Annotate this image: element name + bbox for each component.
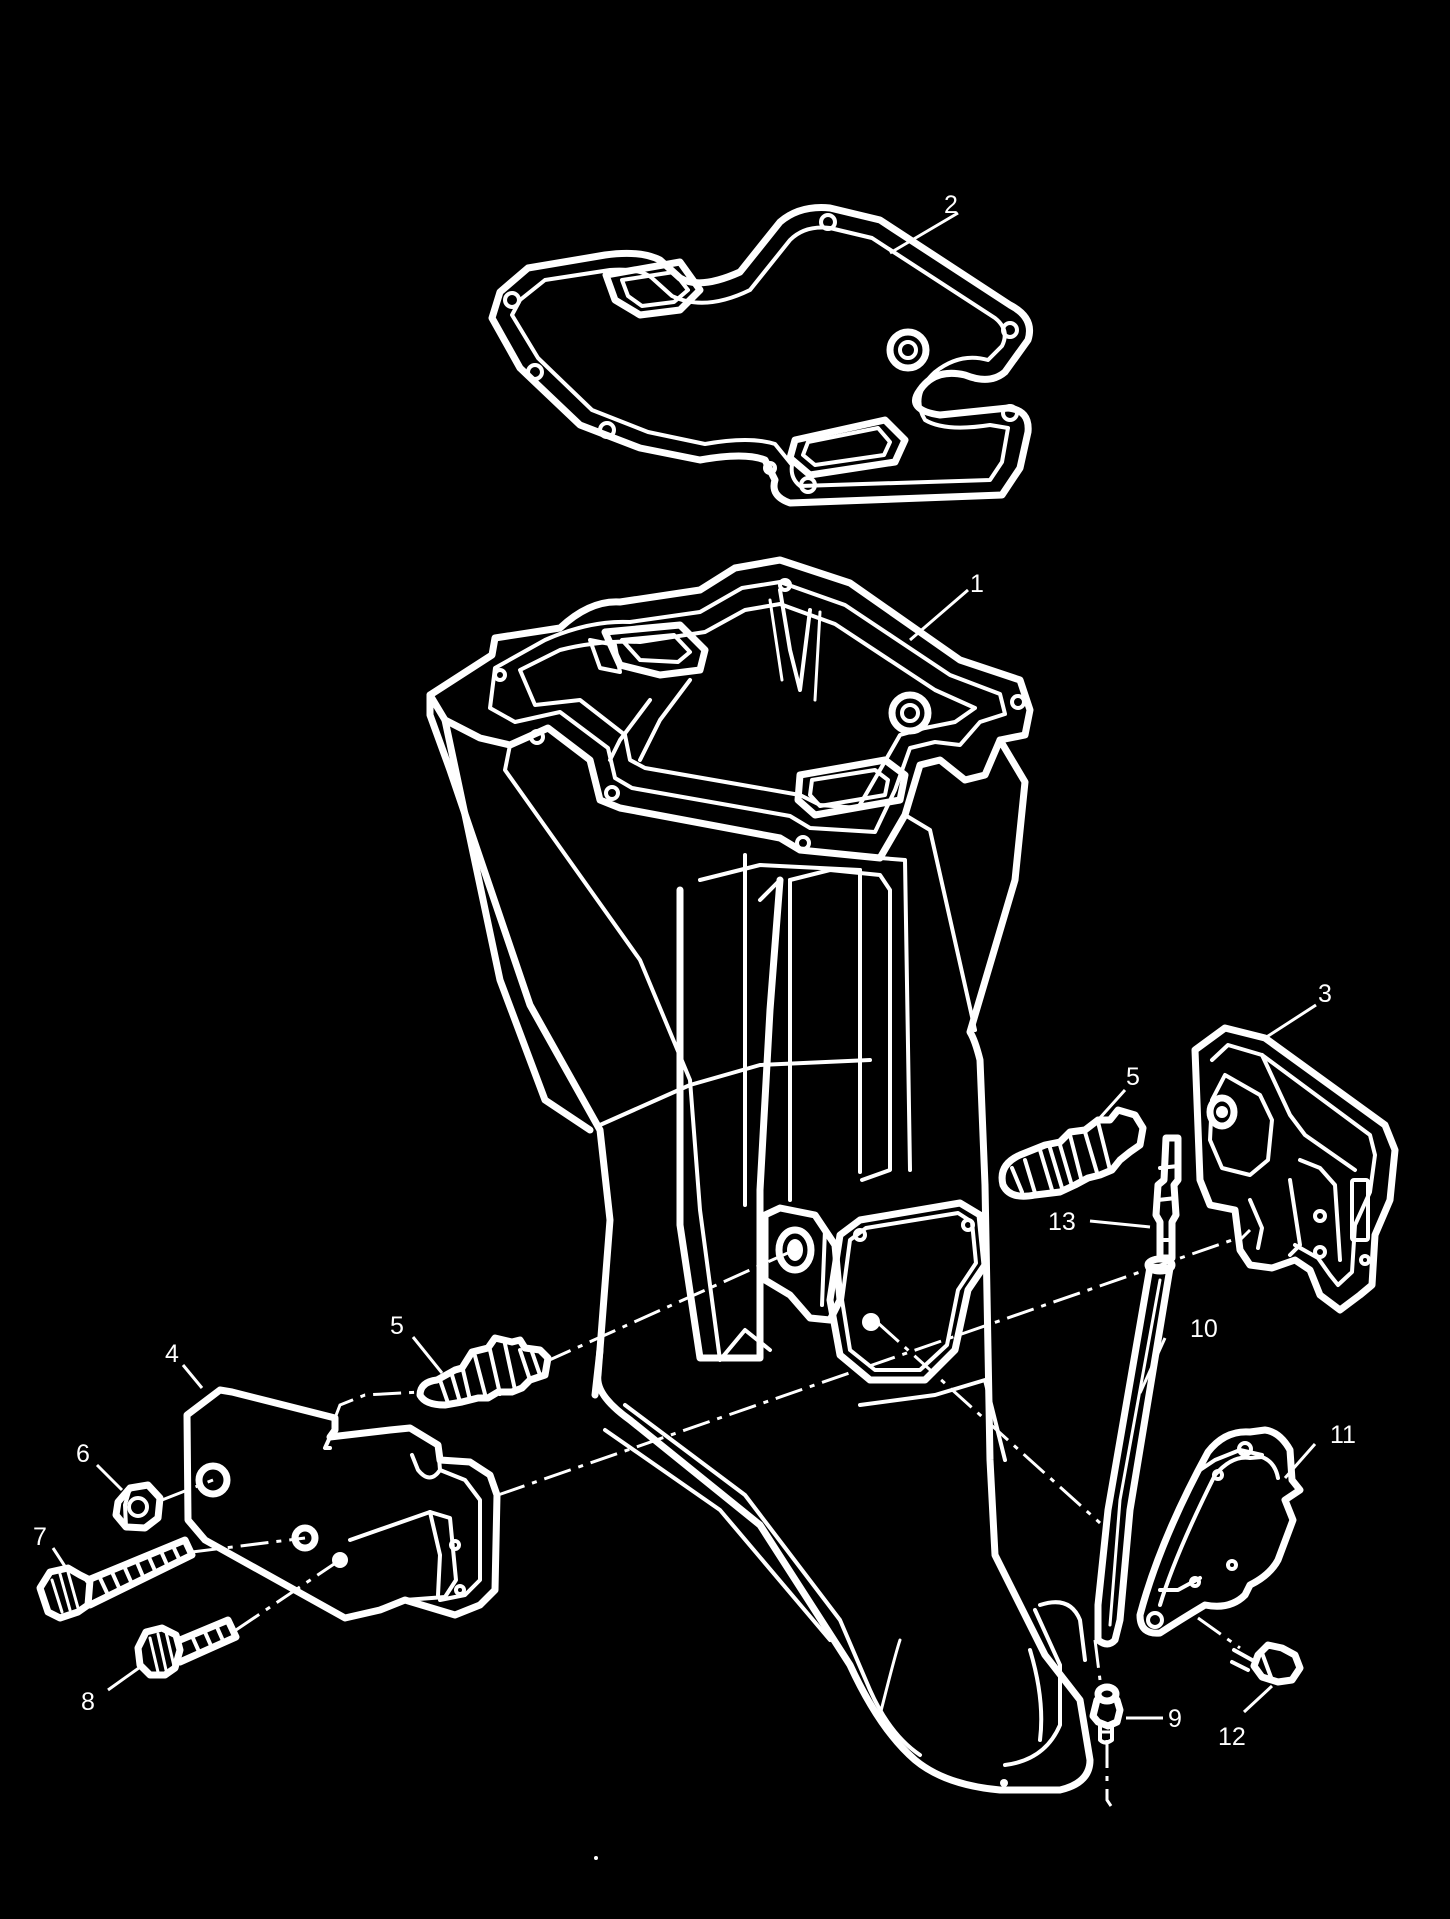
callout-labels: 1 2 3 4 5 5 6 7 8 9 10 11 12 13 bbox=[33, 191, 1356, 1751]
callout-4: 4 bbox=[165, 1340, 179, 1368]
assembly-lines bbox=[161, 1228, 1252, 1807]
callout-8: 8 bbox=[81, 1688, 95, 1716]
part-3-bracket-right bbox=[1191, 1024, 1399, 1314]
callout-5-right: 5 bbox=[1126, 1063, 1140, 1091]
part-8-short-bolt bbox=[134, 1616, 240, 1679]
part-4-bracket-left bbox=[183, 1386, 501, 1622]
callout-5-left: 5 bbox=[390, 1312, 404, 1340]
part-5-bushing-right bbox=[998, 1106, 1147, 1200]
callout-1: 1 bbox=[970, 570, 984, 598]
callout-9: 9 bbox=[1168, 1705, 1182, 1733]
part-2-gasket bbox=[488, 204, 1033, 507]
callout-2: 2 bbox=[944, 191, 958, 219]
callout-leaders bbox=[51, 211, 1317, 1720]
callout-11: 11 bbox=[1330, 1421, 1356, 1449]
callout-3: 3 bbox=[1318, 980, 1332, 1008]
part-13-tube-fitting bbox=[1152, 1134, 1182, 1262]
callout-12: 12 bbox=[1218, 1723, 1246, 1751]
callout-7: 7 bbox=[33, 1523, 47, 1551]
callout-13: 13 bbox=[1048, 1208, 1076, 1236]
part-12-screw bbox=[1230, 1641, 1304, 1686]
part-6-nut bbox=[112, 1481, 164, 1532]
callout-6: 6 bbox=[76, 1440, 90, 1468]
part-7-long-bolt bbox=[36, 1536, 196, 1622]
part-5-bushing-left bbox=[416, 1334, 552, 1409]
part-1-housing bbox=[426, 556, 1094, 1860]
part-10-hose bbox=[1094, 1255, 1176, 1648]
callout-10: 10 bbox=[1190, 1315, 1218, 1343]
part-9-fitting bbox=[1089, 1683, 1124, 1745]
part-11-pump-cover bbox=[1136, 1426, 1304, 1637]
